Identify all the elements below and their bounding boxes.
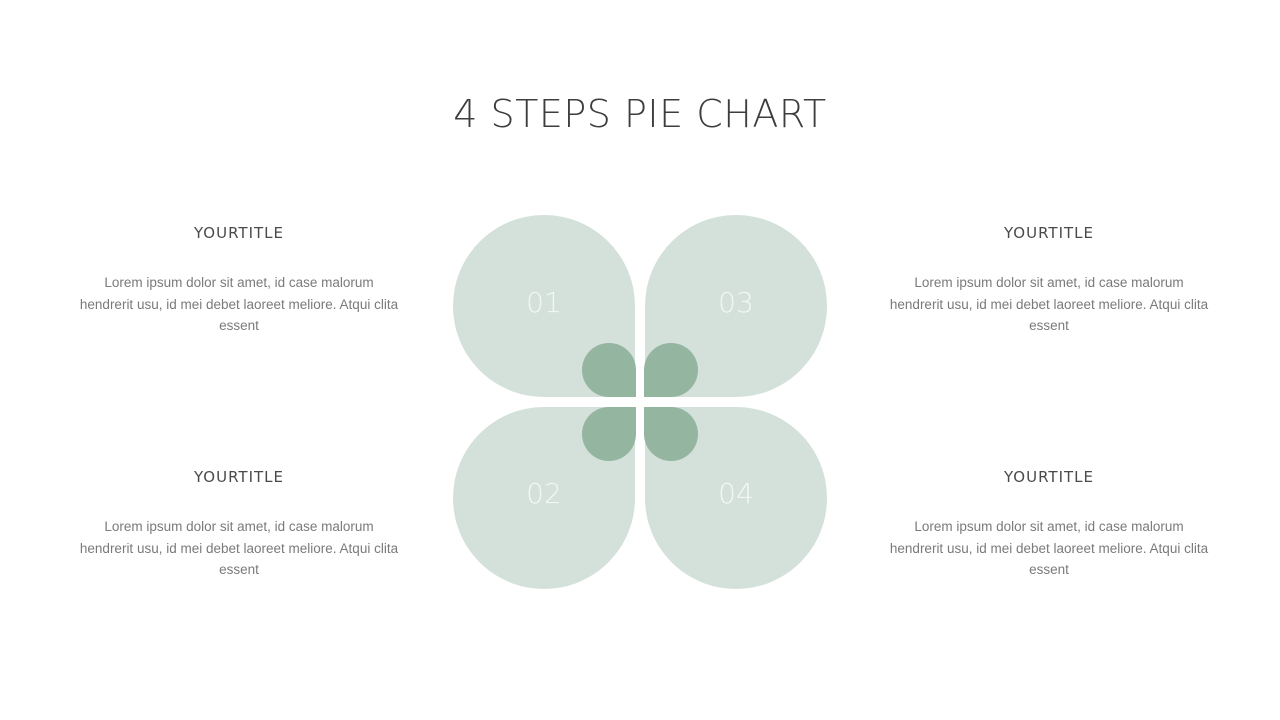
inner-petal-bottom-left (582, 407, 636, 461)
text-block-bottom-left: YOURTITLE Lorem ipsum dolor sit amet, id… (79, 468, 399, 581)
text-block-bottom-right: YOURTITLE Lorem ipsum dolor sit amet, id… (889, 468, 1209, 581)
inner-petal-top-right (644, 343, 698, 397)
block-title: YOURTITLE (1003, 224, 1095, 242)
block-body: Lorem ipsum dolor sit amet, id case malo… (79, 519, 399, 577)
block-title: YOURTITLE (193, 468, 285, 486)
petal-number-03: 03 (718, 286, 754, 319)
page-title: 4 STEPS PIE CHART (453, 92, 827, 136)
petal-number-04: 04 (718, 477, 754, 510)
text-block-top-right: YOURTITLE Lorem ipsum dolor sit amet, id… (889, 224, 1209, 337)
block-body: Lorem ipsum dolor sit amet, id case malo… (79, 275, 399, 333)
petal-number-01: 01 (526, 286, 562, 319)
block-title: YOURTITLE (1003, 468, 1095, 486)
block-title: YOURTITLE (193, 224, 285, 242)
petal-number-02: 02 (526, 477, 562, 510)
text-block-top-left: YOURTITLE Lorem ipsum dolor sit amet, id… (79, 224, 399, 337)
block-body: Lorem ipsum dolor sit amet, id case malo… (889, 275, 1209, 333)
inner-petal-top-left (582, 343, 636, 397)
inner-petal-bottom-right (644, 407, 698, 461)
block-body: Lorem ipsum dolor sit amet, id case malo… (889, 519, 1209, 577)
